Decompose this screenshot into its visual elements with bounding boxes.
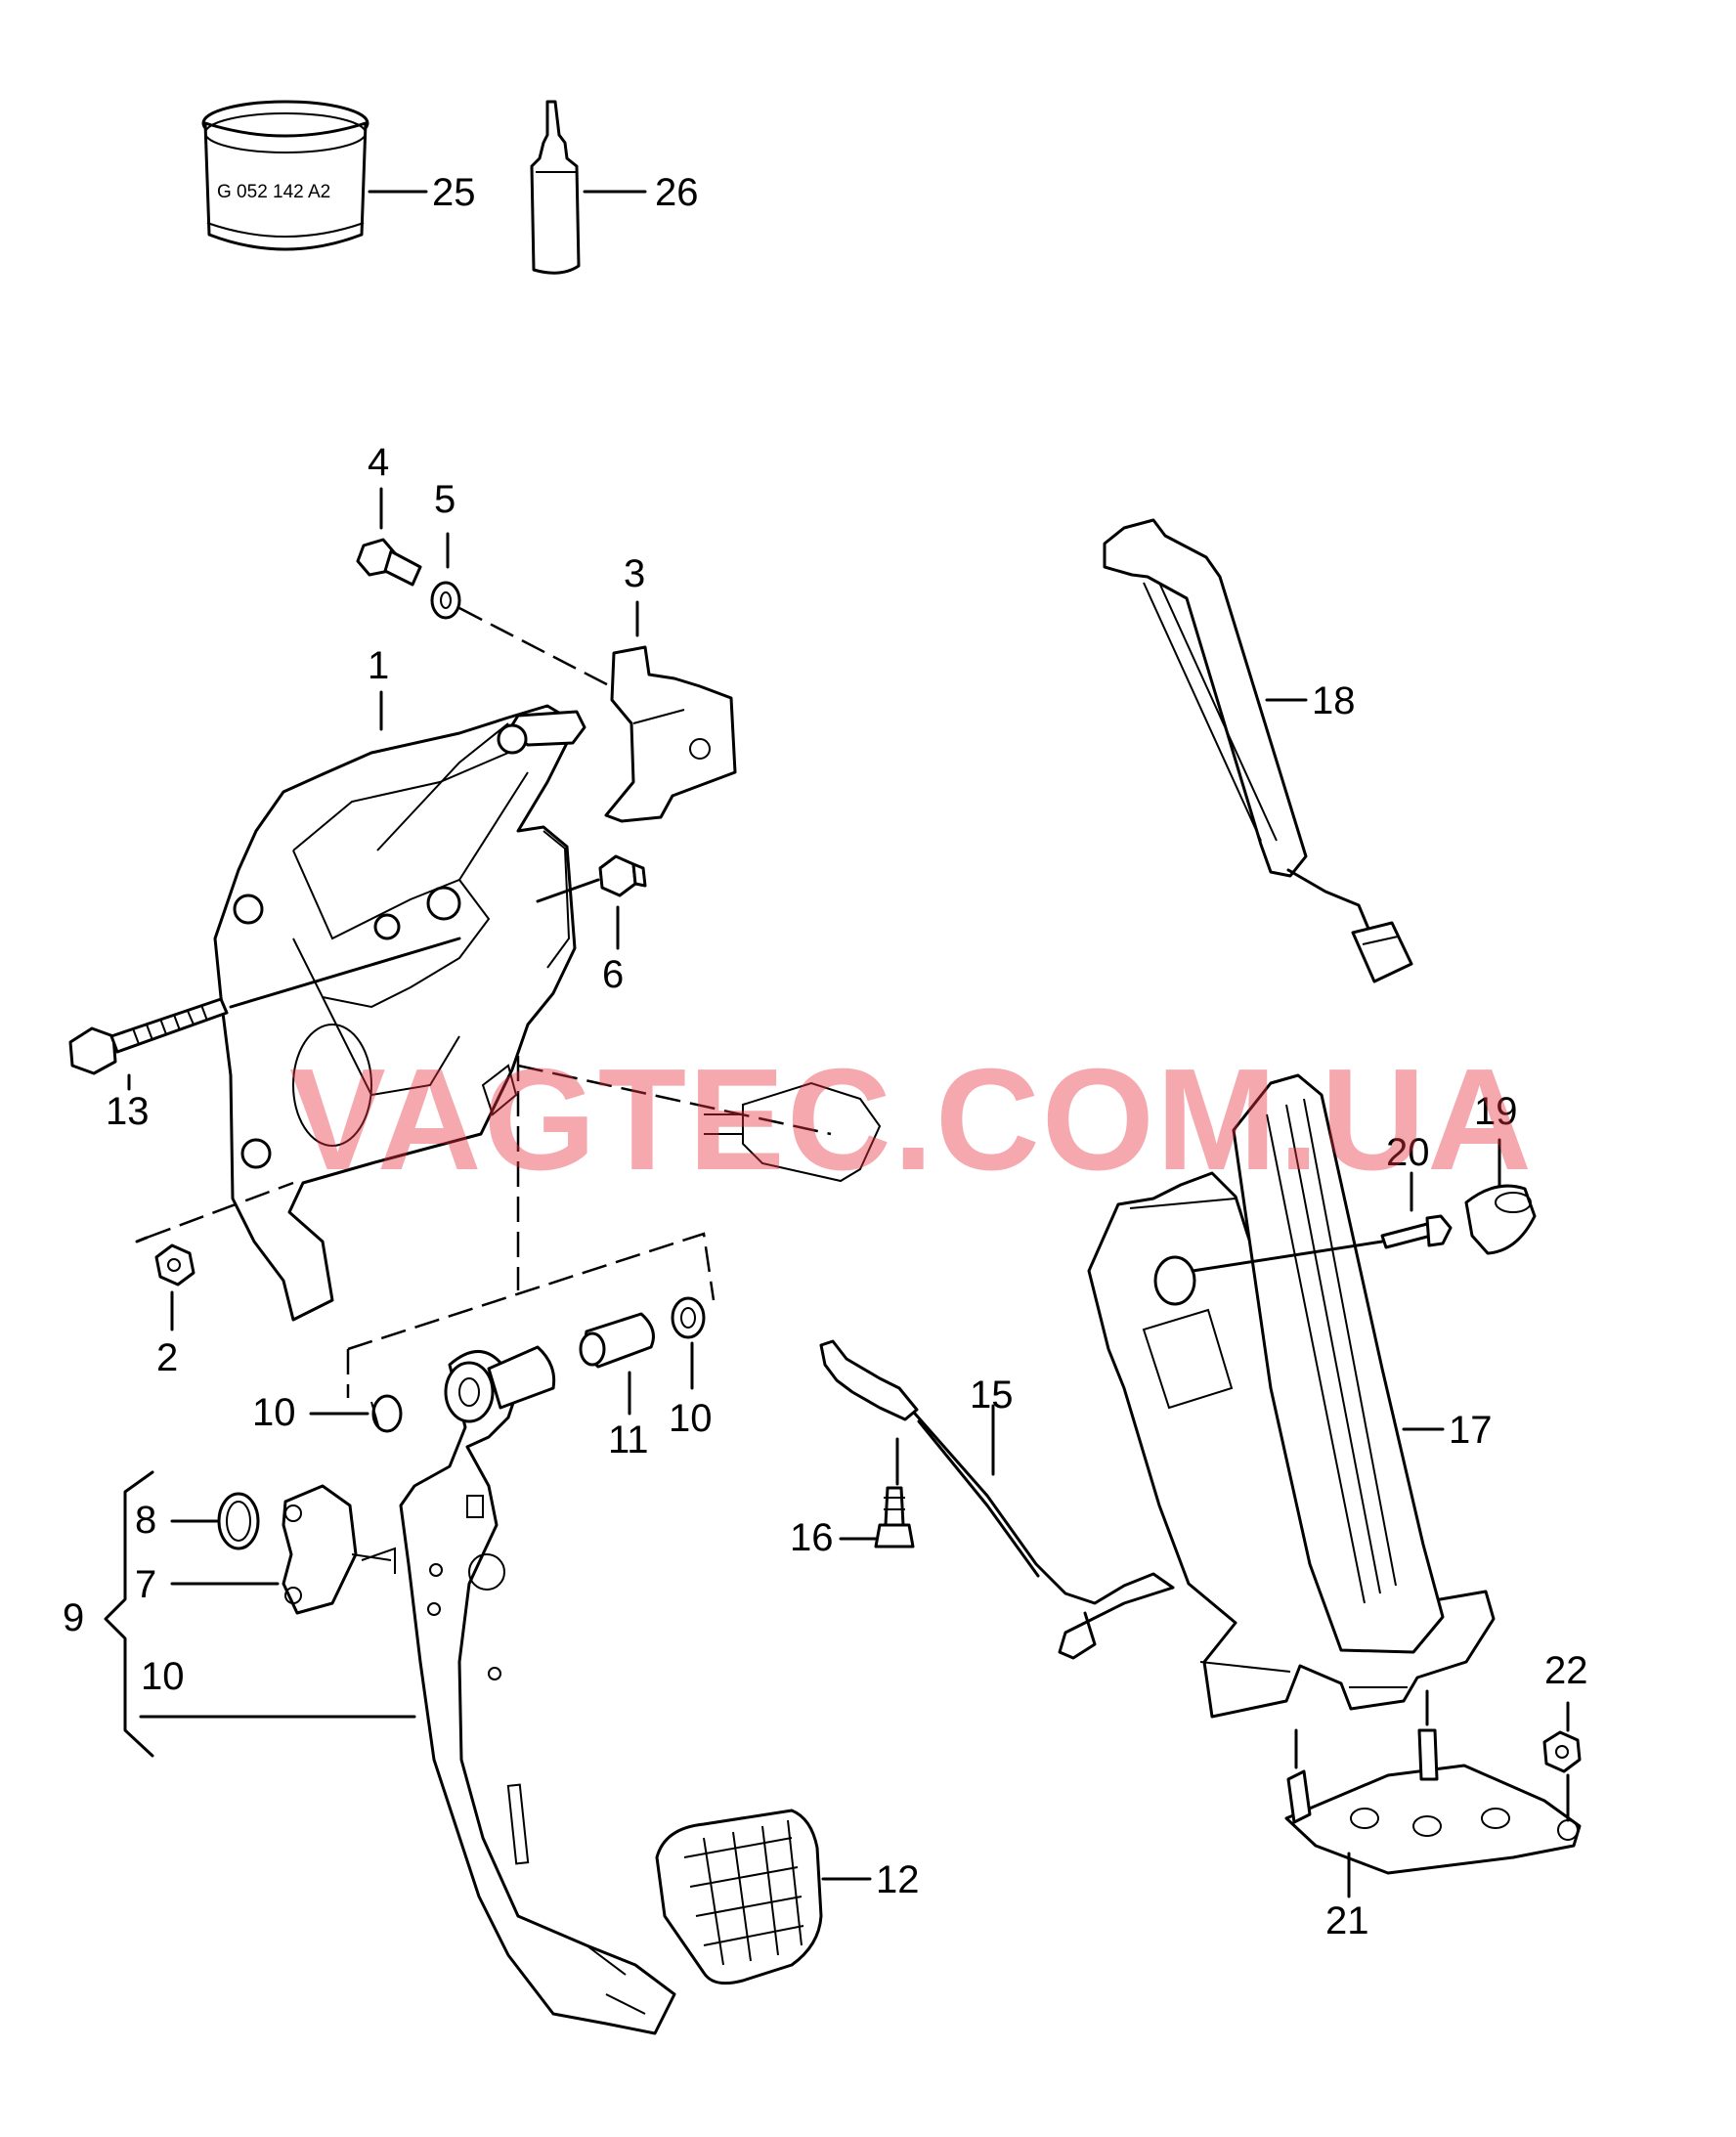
callout-1: 1 [368, 644, 389, 687]
callout-10-right: 10 [669, 1397, 713, 1440]
grease-can-label: G 052 142 A2 [217, 182, 330, 202]
callout-13: 13 [106, 1090, 150, 1133]
mounting-plate-21[interactable] [1284, 1728, 1582, 1875]
callout-15: 15 [970, 1374, 1014, 1417]
callout-7: 7 [135, 1563, 156, 1606]
accelerator-pedal-17[interactable] [1087, 1073, 1496, 1719]
callout-22: 22 [1544, 1649, 1588, 1692]
brake-pedal[interactable] [399, 1345, 676, 2035]
cap-19[interactable] [1464, 1184, 1537, 1255]
return-spring-15[interactable] [819, 1339, 1175, 1660]
callout-19: 19 [1474, 1090, 1518, 1133]
bolt-4[interactable] [356, 538, 422, 587]
callout-8: 8 [135, 1499, 156, 1542]
pedal-bracket[interactable] [213, 704, 586, 1322]
callout-2: 2 [156, 1336, 178, 1379]
callout-4: 4 [368, 441, 389, 484]
pedal-pad-12[interactable] [655, 1809, 823, 1985]
watermark: VAGTEC.COM.UA [289, 1039, 1534, 1200]
ring-8[interactable] [217, 1492, 260, 1550]
callout-9: 9 [63, 1596, 84, 1639]
callout-25: 25 [432, 171, 476, 214]
grease-can[interactable]: G 052 142 A2 [201, 100, 369, 251]
pushrod-clip [704, 1081, 882, 1183]
bushing-11[interactable] [579, 1312, 655, 1369]
callout-11: 11 [608, 1418, 649, 1461]
bracket-3[interactable] [604, 645, 737, 823]
sealant-bottle[interactable] [530, 100, 581, 275]
callout-6: 6 [602, 953, 624, 996]
callout-12: 12 [876, 1858, 920, 1901]
callout-10-left: 10 [252, 1391, 296, 1434]
callout-18: 18 [1312, 679, 1356, 722]
callout-3: 3 [624, 552, 645, 595]
callout-10-group: 10 [141, 1655, 185, 1698]
nut-6[interactable] [598, 854, 647, 897]
callout-26: 26 [655, 171, 699, 214]
callout-5: 5 [434, 478, 456, 521]
callout-20: 20 [1386, 1131, 1430, 1174]
pedal-switch-7[interactable] [282, 1484, 392, 1615]
screw-16[interactable] [874, 1486, 915, 1548]
nut-2[interactable] [154, 1243, 195, 1287]
screw-20[interactable] [1380, 1214, 1453, 1249]
callout-21: 21 [1325, 1899, 1369, 1942]
callout-17: 17 [1449, 1409, 1493, 1452]
clip-10-left[interactable] [370, 1394, 403, 1433]
callout-16: 16 [790, 1516, 834, 1559]
clip-10-right[interactable] [671, 1296, 706, 1339]
washer-5[interactable] [430, 581, 461, 620]
nut-22[interactable] [1542, 1730, 1582, 1773]
bolt-13[interactable] [68, 997, 229, 1075]
sensor-18[interactable] [1103, 518, 1413, 983]
